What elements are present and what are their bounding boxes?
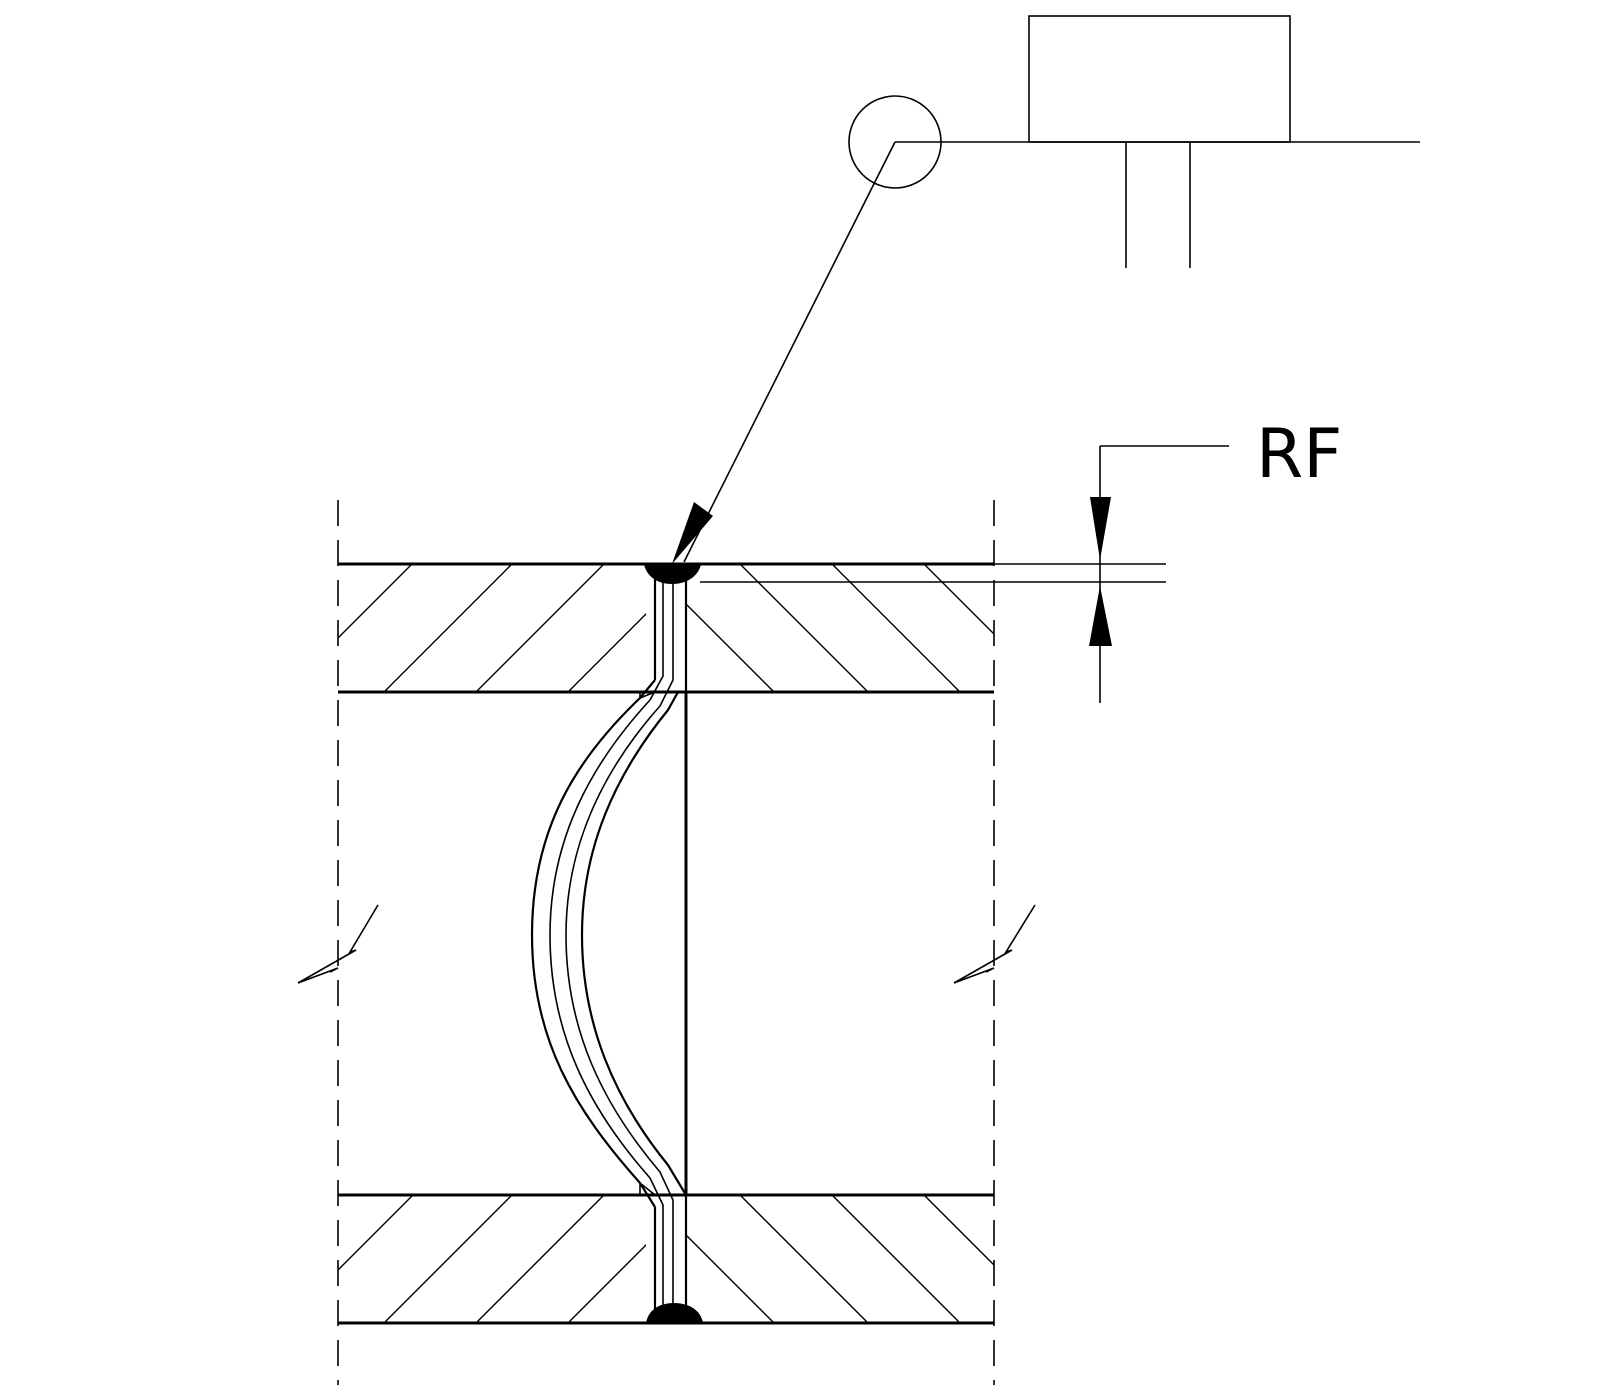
plate-holes [653,578,688,1310]
arrow-leader-line [683,141,896,563]
top-plate [338,562,994,694]
stud-inner-curve-b [580,691,687,1196]
rf-arrow-down [1090,497,1111,560]
stud-inner-curve-a [565,580,674,1308]
left-break-symbol [297,904,379,984]
curved-stud [530,580,688,1308]
top-right-hatching [686,564,994,692]
welding-symbol [672,15,1420,564]
bottom-left-hatching [338,1195,646,1323]
arrow-head [672,502,713,564]
bottom-plate [338,1193,994,1325]
right-break-symbol [953,904,1036,984]
bottom-right-hatching [686,1195,994,1323]
stud-bottom-joint [639,1182,656,1196]
rf-label: RF [1256,415,1342,494]
stud-top-joint [639,691,656,699]
stud-mid-curve [549,580,664,1308]
bottom-weld-bead [646,1303,703,1323]
rf-arrow-up [1089,586,1112,646]
rf-dimension: RF [700,415,1342,703]
symbol-box [1028,15,1291,143]
stud-outer-curve [530,679,656,1208]
break-lines [297,500,1036,1385]
top-weld-bead [644,564,701,584]
top-left-hatching [338,564,646,692]
